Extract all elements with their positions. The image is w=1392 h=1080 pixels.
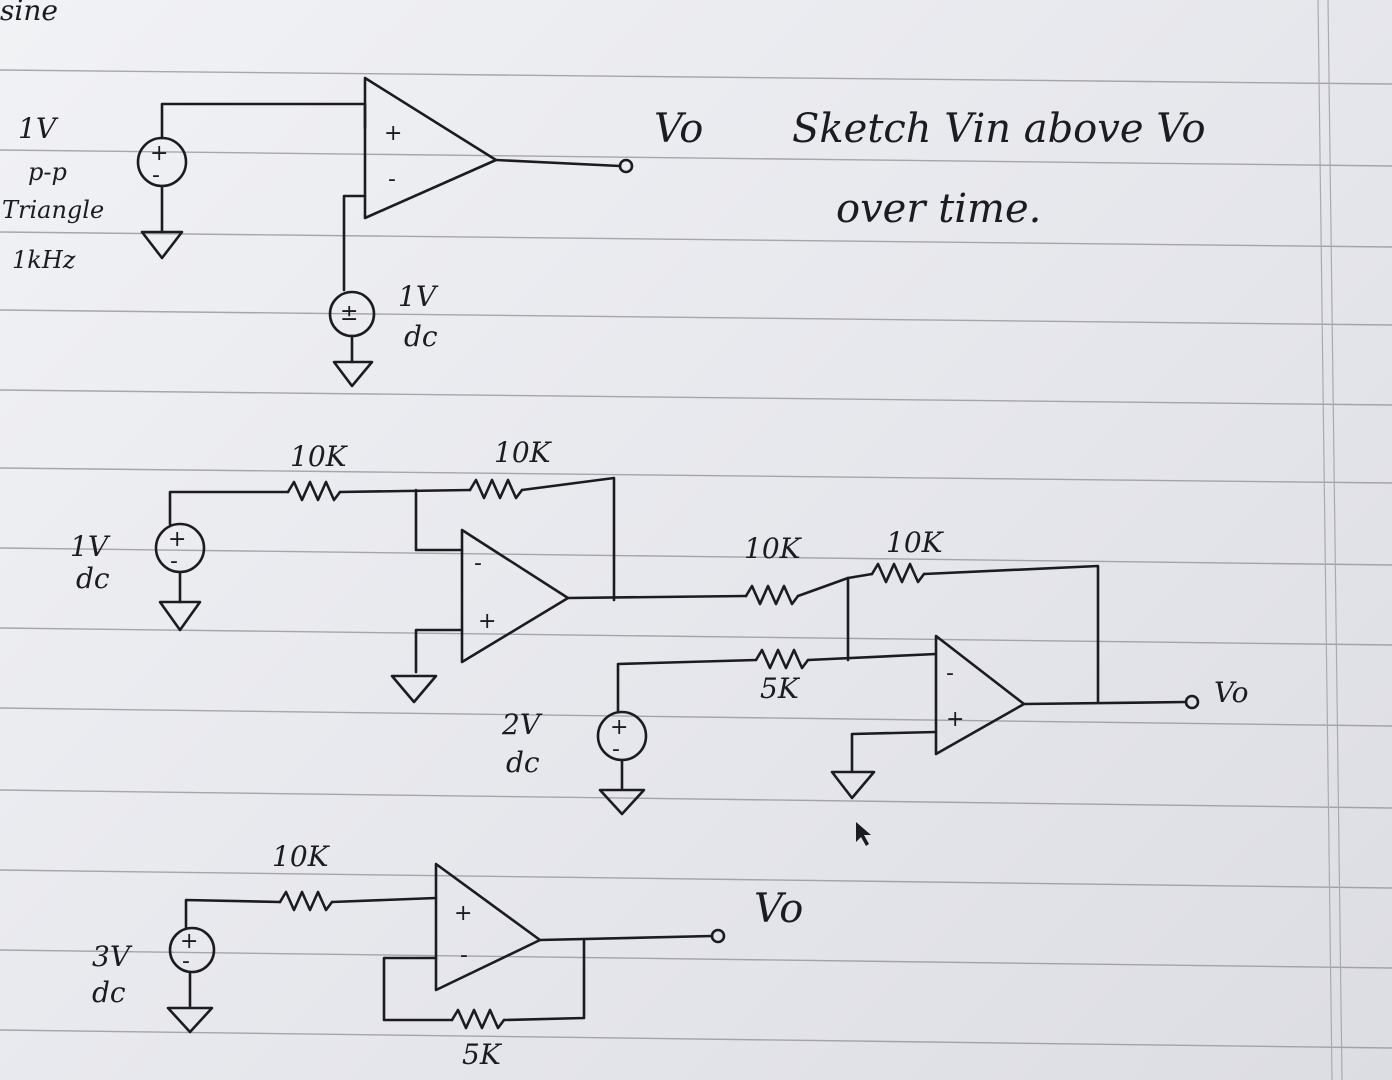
opamp-2 bbox=[460, 528, 570, 664]
dc-source-1-sign: ± bbox=[340, 301, 358, 326]
opamp-3 bbox=[934, 634, 1026, 756]
source-pp-label: p-p bbox=[28, 158, 67, 186]
opamp-4 bbox=[434, 862, 542, 992]
dc-source-1-label: dc bbox=[404, 320, 438, 353]
wire-r4-feedback bbox=[922, 564, 1100, 704]
opamp-3-minus: - bbox=[946, 661, 954, 686]
ground-symbol bbox=[390, 674, 438, 704]
opamp-1-minus: - bbox=[388, 167, 396, 192]
resistor-r2 bbox=[468, 478, 524, 500]
wire-r5-to-minus bbox=[806, 652, 938, 662]
dc-source-3-value: 2V bbox=[501, 708, 543, 741]
wire-junction-to-r4 bbox=[846, 572, 874, 580]
output-terminal-1 bbox=[618, 158, 634, 174]
dc-source-3-minus: - bbox=[612, 737, 620, 762]
source-freq-label: 1kHz bbox=[12, 246, 76, 274]
dc-source-3-label: dc bbox=[506, 746, 540, 779]
wire-source-to-r1 bbox=[168, 490, 290, 526]
source-wave-label: Triangle bbox=[2, 196, 104, 224]
wire-output-2 bbox=[1022, 700, 1188, 706]
mouse-cursor-icon bbox=[856, 822, 871, 846]
source-plus-sign: + bbox=[150, 141, 168, 166]
page-title: sine bbox=[0, 0, 58, 27]
instruction-line-2: over time. bbox=[836, 186, 1041, 232]
instruction-line-1: Sketch Vin above Vo bbox=[792, 106, 1206, 152]
resistor-r3 bbox=[744, 584, 800, 606]
wire-plus-to-ground bbox=[850, 730, 938, 772]
resistor-r3-label: 10K bbox=[744, 532, 803, 565]
opamp-4-minus: - bbox=[460, 943, 468, 968]
wire-r3-to-junction bbox=[796, 576, 850, 662]
ground-symbol bbox=[158, 600, 202, 632]
wire-minus-to-rfb bbox=[382, 956, 454, 1022]
wire-opamp2-to-r3 bbox=[566, 594, 748, 600]
opamp-3-plus: + bbox=[946, 707, 964, 732]
wire-rfb-to-output bbox=[502, 938, 586, 1022]
opamp-1 bbox=[363, 76, 498, 220]
opamp-4-plus: + bbox=[454, 901, 472, 926]
ground-symbol bbox=[830, 770, 876, 800]
wire-output-1 bbox=[494, 158, 622, 168]
resistor-r1 bbox=[286, 480, 342, 502]
wire-source-to-plus bbox=[160, 102, 367, 140]
ground-symbol bbox=[598, 788, 646, 816]
dc-source-3-plus: + bbox=[610, 715, 628, 740]
opamp-2-plus: + bbox=[478, 609, 496, 634]
output-terminal-2 bbox=[1184, 694, 1200, 710]
output-terminal-3 bbox=[710, 928, 726, 944]
dc-source-2-plus: + bbox=[168, 527, 186, 552]
wire-junction-to-minus bbox=[414, 488, 464, 552]
output-1-label: Vo bbox=[654, 106, 703, 152]
wire-r1-to-r2 bbox=[338, 488, 472, 494]
opamp-1-plus: + bbox=[384, 121, 402, 146]
wire-plus-to-ground bbox=[414, 628, 464, 674]
source-amplitude-label: 1V bbox=[18, 112, 59, 145]
dc-source-4-value: 3V bbox=[92, 940, 133, 973]
resistor-rin-label: 10K bbox=[272, 840, 331, 873]
dc-source-4-minus: - bbox=[182, 949, 190, 974]
ground-symbol bbox=[332, 360, 374, 388]
output-3-label: Vo bbox=[754, 886, 803, 932]
dc-source-4-plus: + bbox=[180, 929, 198, 954]
resistor-rfb bbox=[450, 1008, 506, 1030]
resistor-r1-label: 10K bbox=[290, 440, 349, 473]
dc-source-2-value: 1V bbox=[70, 530, 111, 563]
resistor-rfb-label: 5K bbox=[462, 1038, 503, 1071]
wire-r2-feedback bbox=[520, 476, 616, 602]
instruction: Sketch Vin above Vo over time. bbox=[792, 106, 1206, 232]
ground-symbol bbox=[166, 1006, 214, 1034]
ground-symbol bbox=[140, 230, 184, 260]
resistor-r5-label: 5K bbox=[760, 672, 801, 705]
wire-output-3 bbox=[538, 934, 714, 942]
output-2-label: Vo bbox=[1214, 676, 1249, 709]
resistor-r2-label: 10K bbox=[494, 436, 553, 469]
wire-source-to-rin bbox=[184, 898, 282, 930]
source-minus-sign: - bbox=[152, 163, 160, 188]
resistor-rin bbox=[278, 890, 334, 912]
circuit-3: + - + - 3V dc 10K 5K Vo bbox=[92, 840, 803, 1071]
dc-source-4-symbol bbox=[168, 926, 216, 974]
dc-source-1-value: 1V bbox=[398, 280, 439, 313]
resistor-r5 bbox=[754, 648, 810, 670]
resistor-r4 bbox=[870, 562, 926, 584]
wire-rin-to-plus bbox=[330, 896, 438, 904]
resistor-r4-label: 10K bbox=[886, 526, 945, 559]
wire-source3-to-r5 bbox=[616, 658, 758, 714]
circuit-2: + - - + + - - + bbox=[70, 436, 1249, 816]
dc-source-4-label: dc bbox=[92, 976, 126, 1009]
opamp-2-minus: - bbox=[474, 551, 482, 576]
circuit-1: + - + - ± 1V p-p Triangle 1kHz 1V dc Vo bbox=[2, 76, 703, 388]
dc-source-2-label: dc bbox=[76, 562, 110, 595]
dc-source-2-minus: - bbox=[170, 549, 178, 574]
wire-minus-to-dc bbox=[342, 194, 367, 292]
